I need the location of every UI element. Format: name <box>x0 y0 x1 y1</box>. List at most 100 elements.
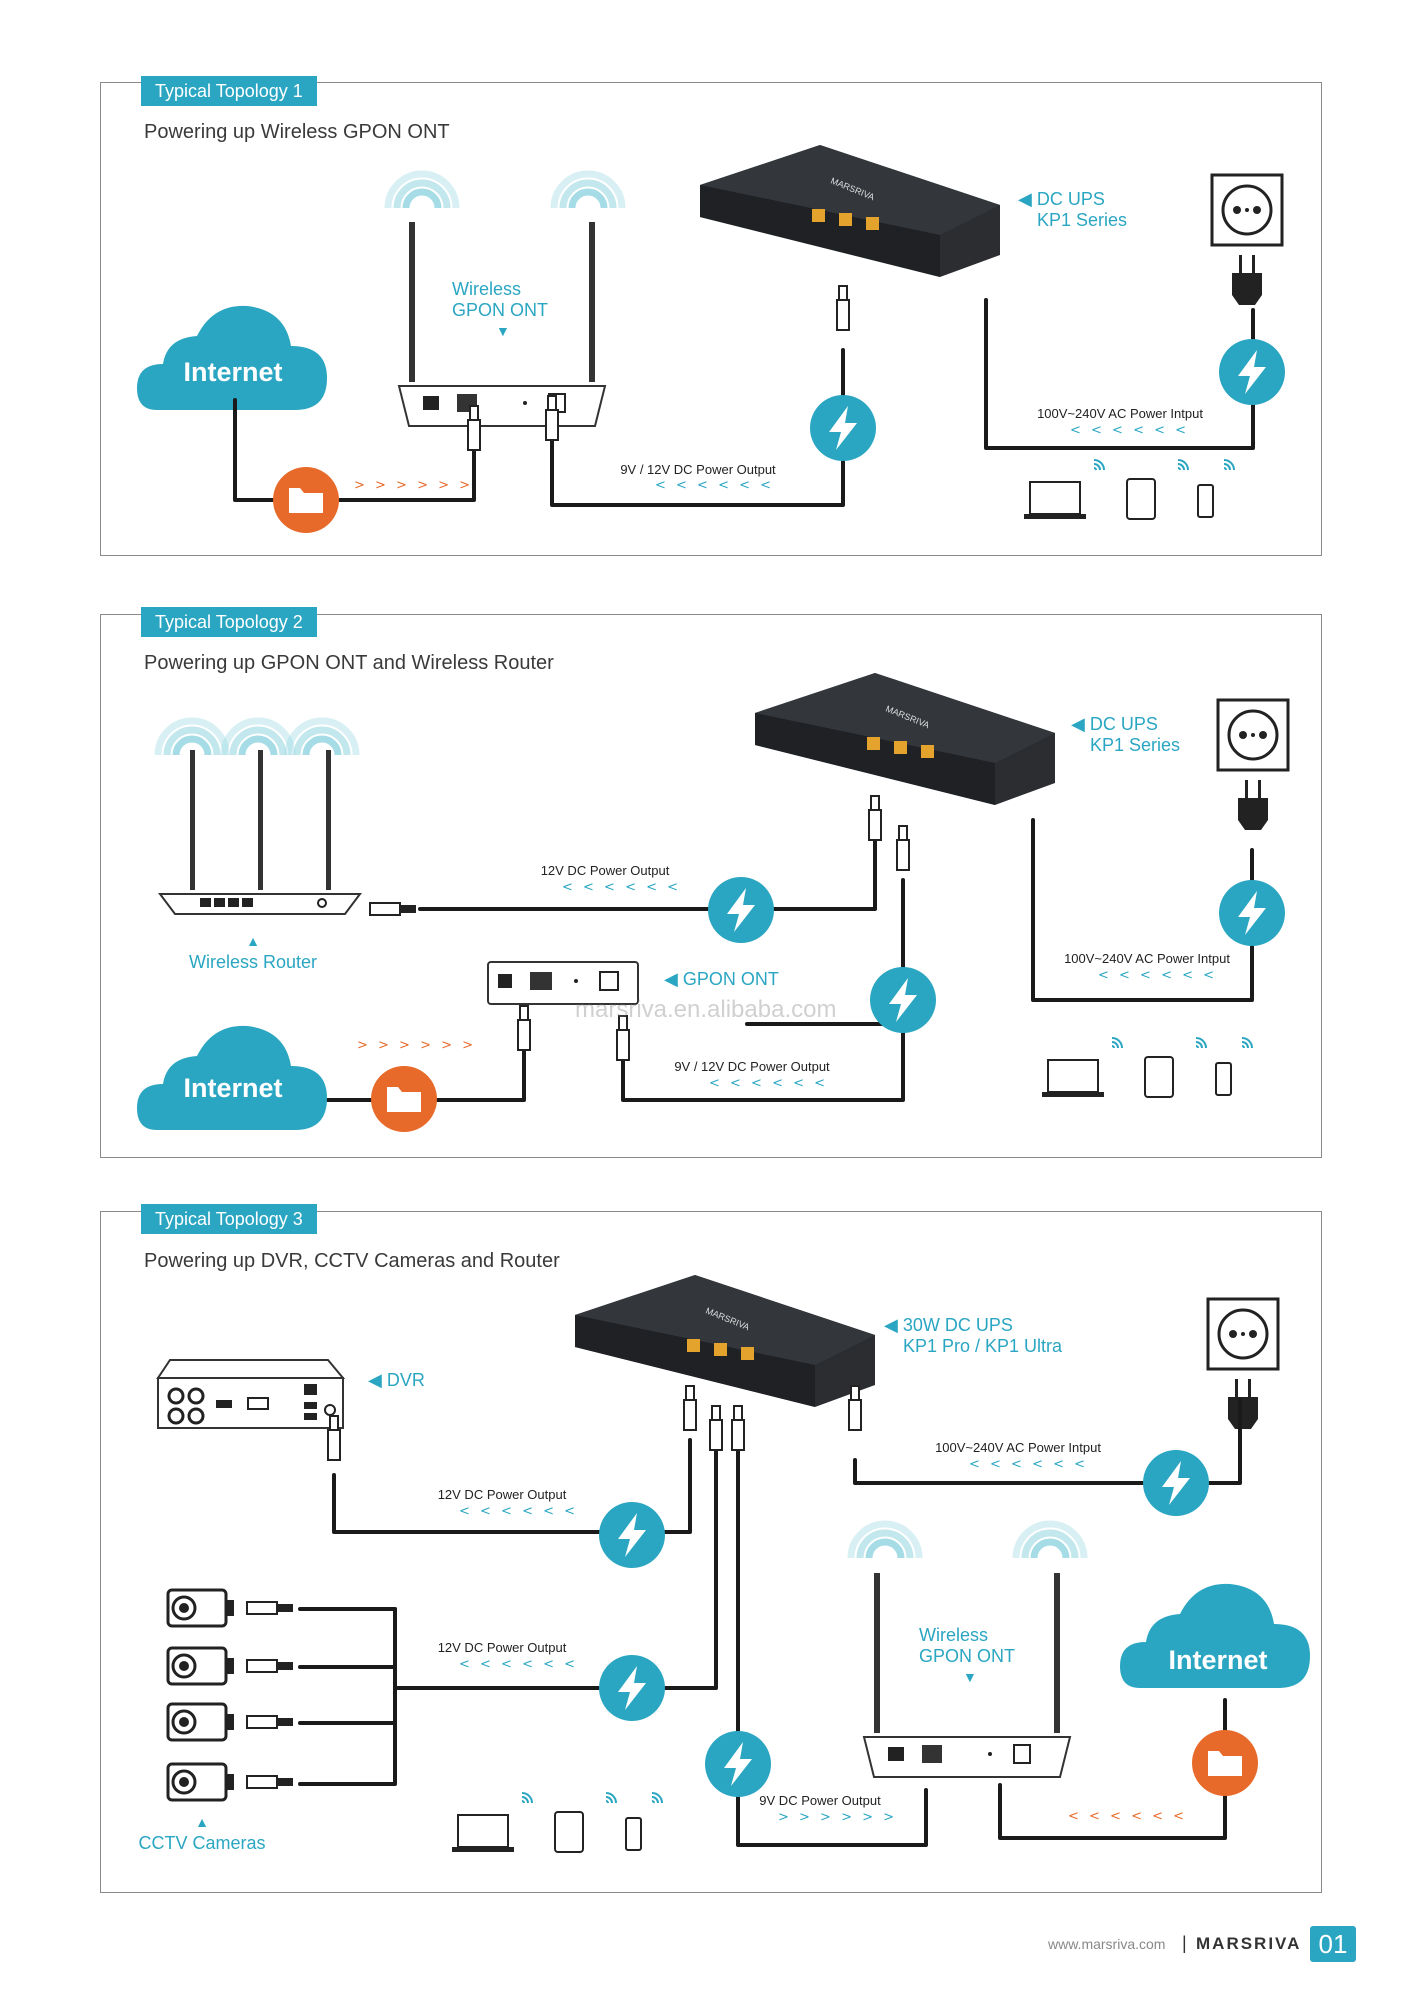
wifi-small-icon <box>1195 1037 1207 1049</box>
dc-plug-icon <box>896 825 910 871</box>
vga-port <box>247 1397 269 1410</box>
tablet-icon <box>1144 1056 1174 1098</box>
lan-port <box>922 1745 942 1763</box>
folder-icon <box>371 1066 437 1132</box>
antenna <box>258 750 263 890</box>
ups-label-line-2: KP1 Series <box>1090 735 1181 755</box>
power-bolt-icon <box>599 1502 665 1568</box>
cable <box>853 1398 1242 1485</box>
footer-url[interactable]: www.marsriva.com <box>1048 1936 1166 1952</box>
tablet-icon <box>1126 478 1156 520</box>
wall-socket-icon <box>1206 1297 1280 1429</box>
wifi-signal-icon <box>550 170 626 209</box>
cable <box>298 1607 397 1786</box>
pointer-left-icon: ◀ <box>1071 714 1085 734</box>
footer-brand-logo: MARSRIVA <box>1196 1934 1302 1953</box>
phone-icon <box>1197 484 1214 518</box>
pointer-up-icon: ▲ <box>246 933 260 949</box>
topology-2-data-chevrons: > > > > > > <box>357 1038 477 1053</box>
dvr-device <box>156 1359 346 1429</box>
phone-icon <box>1215 1062 1232 1096</box>
topology-1-dc-chevrons: < < < < < < <box>655 478 775 493</box>
cctv-camera-icon <box>166 1762 234 1802</box>
usb-port <box>304 1413 317 1420</box>
antenna <box>326 750 331 890</box>
topology-3-tag: Typical Topology 3 <box>141 1204 317 1234</box>
laptop-icon <box>452 1814 514 1852</box>
power-bolt-icon <box>705 1731 771 1797</box>
laptop-icon <box>1024 481 1086 519</box>
power-bolt-icon <box>599 1655 665 1721</box>
ups-label-line-2: KP1 Pro / KP1 Ultra <box>903 1336 1063 1356</box>
power-port <box>599 971 619 991</box>
wifi-small-icon <box>1241 1037 1253 1049</box>
wifi-signal-icon <box>1012 1520 1088 1559</box>
dc-plug-icon <box>246 1775 293 1789</box>
topology-3-ont-dc-chevrons: > > > > > > <box>778 1810 898 1825</box>
folder-icon <box>1192 1730 1258 1796</box>
topology-3-ac-chevrons: < < < < < < <box>969 1457 1089 1472</box>
topology-3-ups-label: ◀ 30W DC UPS KP1 Pro / KP1 Ultra <box>884 1315 1062 1357</box>
wifi-small-icon <box>521 1792 533 1804</box>
wifi-signal-icon <box>154 717 230 756</box>
laptop-icon <box>1042 1059 1104 1097</box>
hdmi-port <box>216 1400 232 1408</box>
wifi-signal-icon <box>847 1520 923 1559</box>
power-bolt-icon <box>1219 339 1285 405</box>
topology-3-ont-label: Wireless GPON ONT ▼ <box>919 1625 1015 1688</box>
antenna <box>1054 1573 1060 1733</box>
ont-label-line-1: Wireless <box>919 1625 989 1645</box>
wifi-signal-icon <box>220 717 296 756</box>
power-bolt-icon <box>1143 1450 1209 1516</box>
dc-plug-icon <box>683 1385 697 1431</box>
topology-3-data-chevrons: < < < < < < <box>1068 1809 1188 1824</box>
ups-label-line-1: DC UPS <box>1089 714 1158 734</box>
topology-3-dvr-dc-chevrons: < < < < < < <box>459 1504 579 1519</box>
wireless-router-device <box>158 750 362 915</box>
lan-port <box>530 972 552 990</box>
pointer-up-icon: ▲ <box>195 1814 209 1830</box>
topology-2-internet-label: Internet <box>183 1073 283 1103</box>
dc-plug-icon <box>467 405 481 451</box>
wireless-gpon-ont-device <box>862 1573 1072 1778</box>
topology-1-ac-chevrons: < < < < < < <box>1070 423 1190 438</box>
wifi-signal-icon <box>384 170 460 209</box>
dc-plug-icon <box>246 1715 293 1729</box>
topology-2-panel <box>100 614 1322 1158</box>
topology-3-dvr-dc-label: 12V DC Power Output <box>437 1487 567 1502</box>
gpon-ont-device <box>487 961 639 1005</box>
topology-1-data-chevrons: > > > > > > <box>354 478 474 493</box>
power-bolt-icon <box>870 967 936 1033</box>
topology-1-ups-label: ◀ DC UPS KP1 Series <box>1018 189 1127 231</box>
ac-plug <box>1238 798 1268 830</box>
dc-plug-icon <box>709 1405 723 1451</box>
dc-ups-device: MARSRIVA <box>575 1275 875 1407</box>
cameras-label-text: CCTV Cameras <box>138 1833 266 1853</box>
cctv-camera-icon <box>166 1588 234 1628</box>
topology-2-subtitle: Powering up GPON ONT and Wireless Router <box>144 652 554 674</box>
antenna <box>589 222 595 382</box>
pointer-down-icon: ▼ <box>963 1669 977 1685</box>
wall-socket-icon <box>1216 698 1290 830</box>
video-in-port <box>187 1407 205 1425</box>
wifi-small-icon <box>1223 459 1235 471</box>
usb-port <box>304 1402 317 1409</box>
dc-plug-icon <box>246 1601 293 1615</box>
dc-plug-icon <box>616 1015 630 1061</box>
antenna <box>190 750 195 890</box>
topology-2-router-label: ▲ Wireless Router <box>183 931 323 973</box>
topology-3-subtitle: Powering up DVR, CCTV Cameras and Router <box>144 1250 560 1272</box>
topology-1-subtitle: Powering up Wireless GPON ONT <box>144 121 450 143</box>
lan-port <box>304 1384 317 1395</box>
cable <box>621 1022 905 1102</box>
footer-separator: | <box>1182 1933 1187 1953</box>
ups-label-line-1: 30W DC UPS <box>902 1315 1013 1335</box>
dc-plug-icon <box>848 1385 862 1431</box>
topology-2-tag: Typical Topology 2 <box>141 607 317 637</box>
topology-2-ont-dc-chevrons: < < < < < < <box>709 1076 829 1091</box>
wifi-signal-icon <box>284 717 360 756</box>
video-in-port <box>167 1387 185 1405</box>
dc-plug-icon <box>517 1005 531 1051</box>
topology-2-router-dc-chevrons: < < < < < < <box>562 880 682 895</box>
antenna <box>409 222 415 382</box>
